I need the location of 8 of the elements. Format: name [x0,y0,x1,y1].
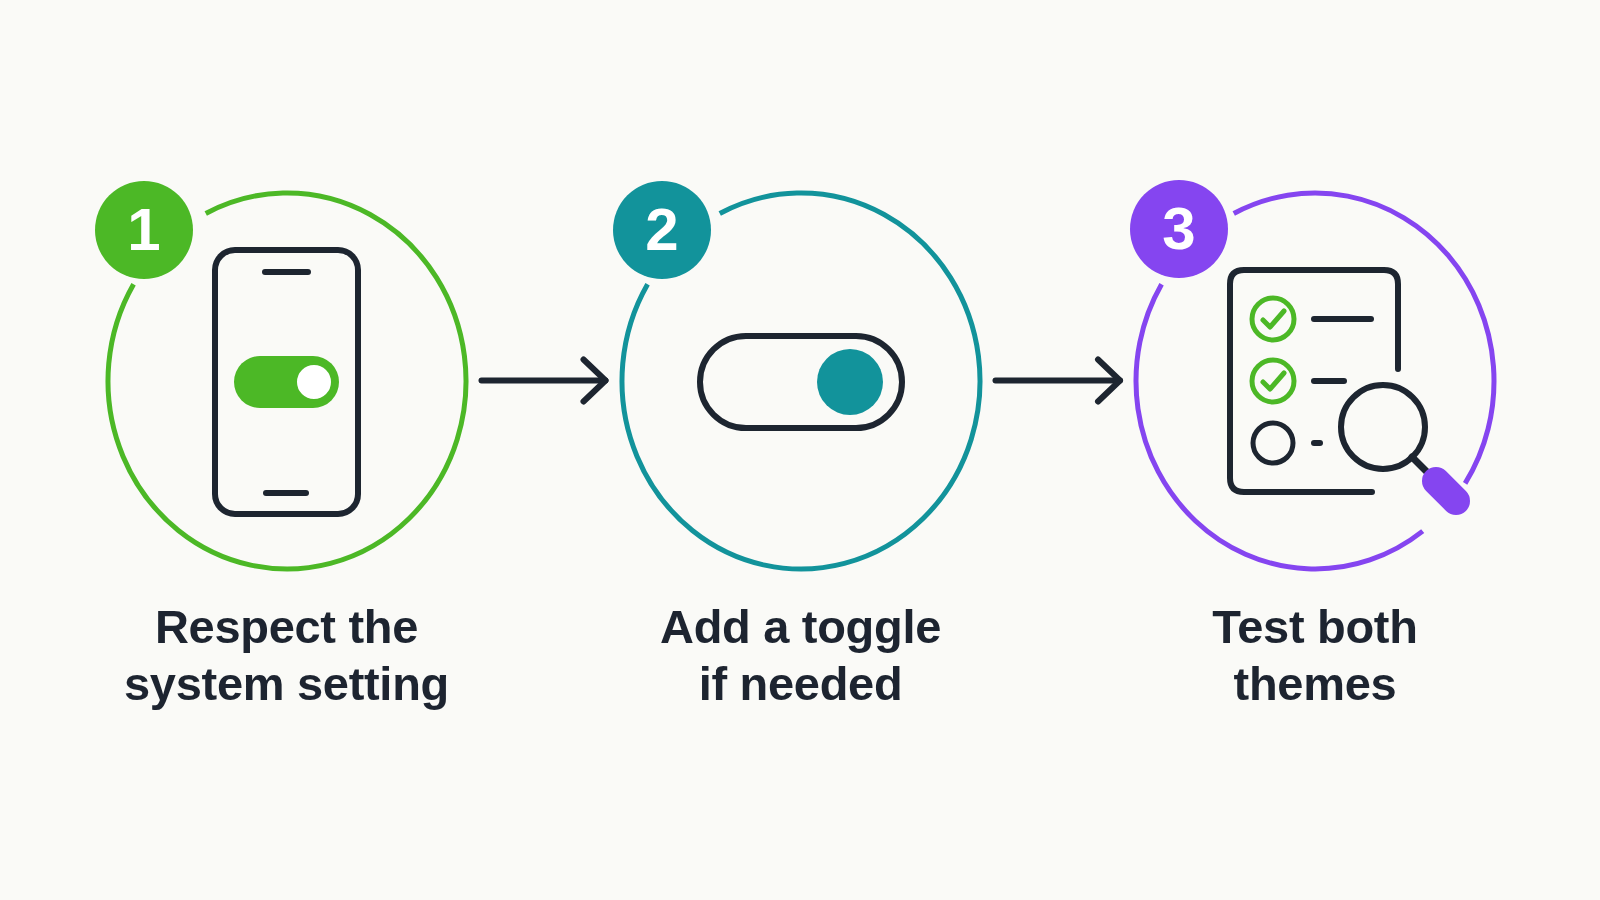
step-label: Respect the system setting [123,599,450,712]
step-label: Test both themes [1211,599,1419,712]
arrow [992,356,1123,405]
step-label: Add a toggle if needed [659,599,942,712]
number-badge: 1 [95,181,193,279]
arrow [478,356,609,405]
number-badge: 3 [1130,180,1228,278]
number-badge: 2 [613,181,711,279]
